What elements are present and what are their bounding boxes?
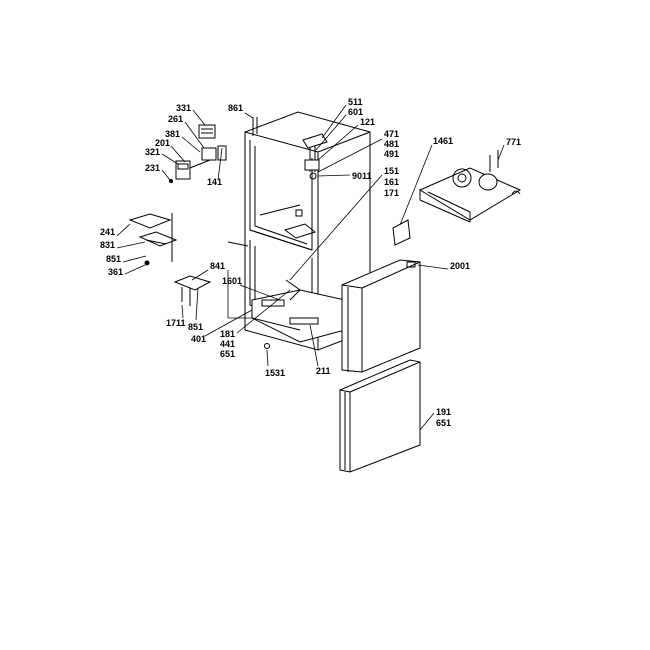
part-label-191: 191 xyxy=(436,407,452,417)
part-label-151: 151 xyxy=(384,166,400,176)
part-label-231: 231 xyxy=(145,163,161,173)
freezer-drawer-door xyxy=(339,359,421,473)
part-label-601: 601 xyxy=(348,107,364,117)
machine-compartment xyxy=(418,150,522,223)
panel-1461 xyxy=(392,219,411,246)
top-hinge-assembly xyxy=(302,133,328,180)
part-label-2001: 2001 xyxy=(450,261,471,271)
part-label-851-lower: 851 xyxy=(188,322,204,332)
shelf-bracket-841 xyxy=(173,275,212,306)
control-box-cluster xyxy=(169,124,227,183)
part-label-861: 861 xyxy=(228,103,244,113)
part-label-1711: 1711 xyxy=(166,318,186,328)
part-label-511: 511 xyxy=(348,97,363,107)
part-label-1461: 1461 xyxy=(433,136,454,146)
part-label-241: 241 xyxy=(100,227,116,237)
shelf-bracket-241 xyxy=(128,213,178,266)
part-label-321: 321 xyxy=(145,147,161,157)
part-label-201: 201 xyxy=(155,138,171,148)
part-label-841: 841 xyxy=(210,261,226,271)
part-label-771: 771 xyxy=(506,137,522,147)
part-label-121: 121 xyxy=(360,117,376,127)
part-label-471: 471 xyxy=(384,129,400,139)
part-label-851-upper: 851 xyxy=(106,254,122,264)
part-label-1531: 1531 xyxy=(265,368,286,378)
part-label-9011: 9011 xyxy=(352,171,372,181)
part-label-401: 401 xyxy=(191,334,207,344)
part-label-651-upper: 651 xyxy=(220,349,236,359)
part-label-261: 261 xyxy=(168,114,184,124)
part-label-1601: 1601 xyxy=(222,276,243,286)
part-label-831: 831 xyxy=(100,240,116,250)
bracket-861 xyxy=(252,117,258,136)
part-label-331: 331 xyxy=(176,103,192,113)
leader-lines xyxy=(116,104,505,431)
part-label-161: 161 xyxy=(384,177,400,187)
part-label-361: 361 xyxy=(108,267,124,277)
part-label-481: 481 xyxy=(384,139,400,149)
screw-1531 xyxy=(264,343,270,349)
part-label-181: 181 xyxy=(220,329,236,339)
part-label-141: 141 xyxy=(207,177,223,187)
part-label-491: 491 xyxy=(384,149,400,159)
fresh-food-door xyxy=(341,259,421,373)
part-label-211: 211 xyxy=(316,366,331,376)
part-label-381: 381 xyxy=(165,129,181,139)
part-label-171: 171 xyxy=(384,188,400,198)
part-label-651-lower: 651 xyxy=(436,418,452,428)
part-label-441: 441 xyxy=(220,339,236,349)
